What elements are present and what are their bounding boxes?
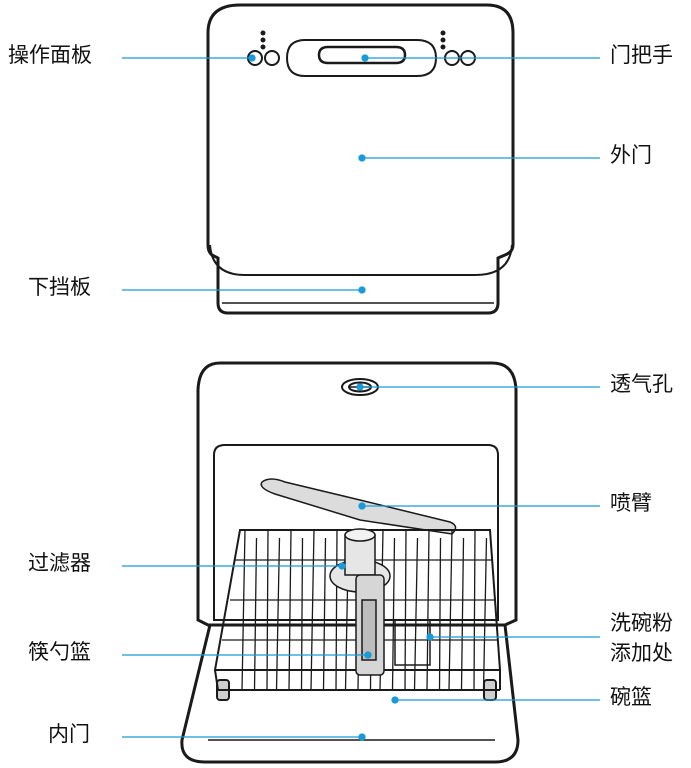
label-inner-door: 内门 — [48, 722, 90, 746]
rack-tine — [253, 537, 258, 691]
rack-tine — [404, 529, 407, 691]
label-control-panel: 操作面板 — [8, 43, 92, 67]
handle-bar — [317, 45, 407, 65]
label-filter: 过滤器 — [28, 551, 91, 575]
rack-tine — [413, 537, 419, 691]
cutlery-basket-shape — [355, 574, 385, 676]
rack-tine — [310, 529, 315, 691]
inner-door-panel — [180, 623, 520, 764]
label-cutlery-basket: 筷勺篮 — [28, 640, 91, 664]
handle-recess — [285, 39, 438, 77]
rack-tine — [460, 537, 465, 691]
rack-tine — [300, 537, 304, 691]
rack-tine — [275, 537, 281, 691]
label-outer-door: 外门 — [610, 143, 652, 167]
inner-cavity — [213, 444, 499, 621]
closed-dishwasher — [206, 3, 515, 315]
leader-lines — [122, 54, 600, 741]
open-dishwasher — [180, 361, 520, 764]
rack-tine — [322, 537, 327, 691]
rack-tine — [438, 537, 442, 691]
rack-tine — [482, 537, 488, 691]
closed-body-outline — [206, 3, 515, 315]
label-lower-panel: 下挡板 — [28, 275, 91, 299]
rack-tine — [241, 529, 246, 691]
label-detergent-line2: 添加处 — [610, 641, 673, 665]
rack-tine — [473, 529, 476, 691]
rack-tine — [391, 537, 396, 691]
label-door-handle: 门把手 — [610, 43, 673, 67]
rack-tine — [448, 529, 453, 691]
label-vent-hole: 透气孔 — [610, 372, 673, 396]
detergent-box — [394, 619, 431, 666]
rack-tine — [426, 529, 430, 691]
rack-tine — [266, 529, 269, 691]
rack-tine — [335, 529, 338, 691]
lower-panel-line — [209, 244, 513, 276]
label-detergent-line1: 洗碗粉 — [610, 611, 673, 635]
left-button-icon-2 — [264, 50, 280, 66]
label-spray-arm: 喷臂 — [610, 491, 652, 515]
rack-tine — [288, 529, 292, 691]
label-dish-basket: 碗篮 — [610, 685, 652, 709]
